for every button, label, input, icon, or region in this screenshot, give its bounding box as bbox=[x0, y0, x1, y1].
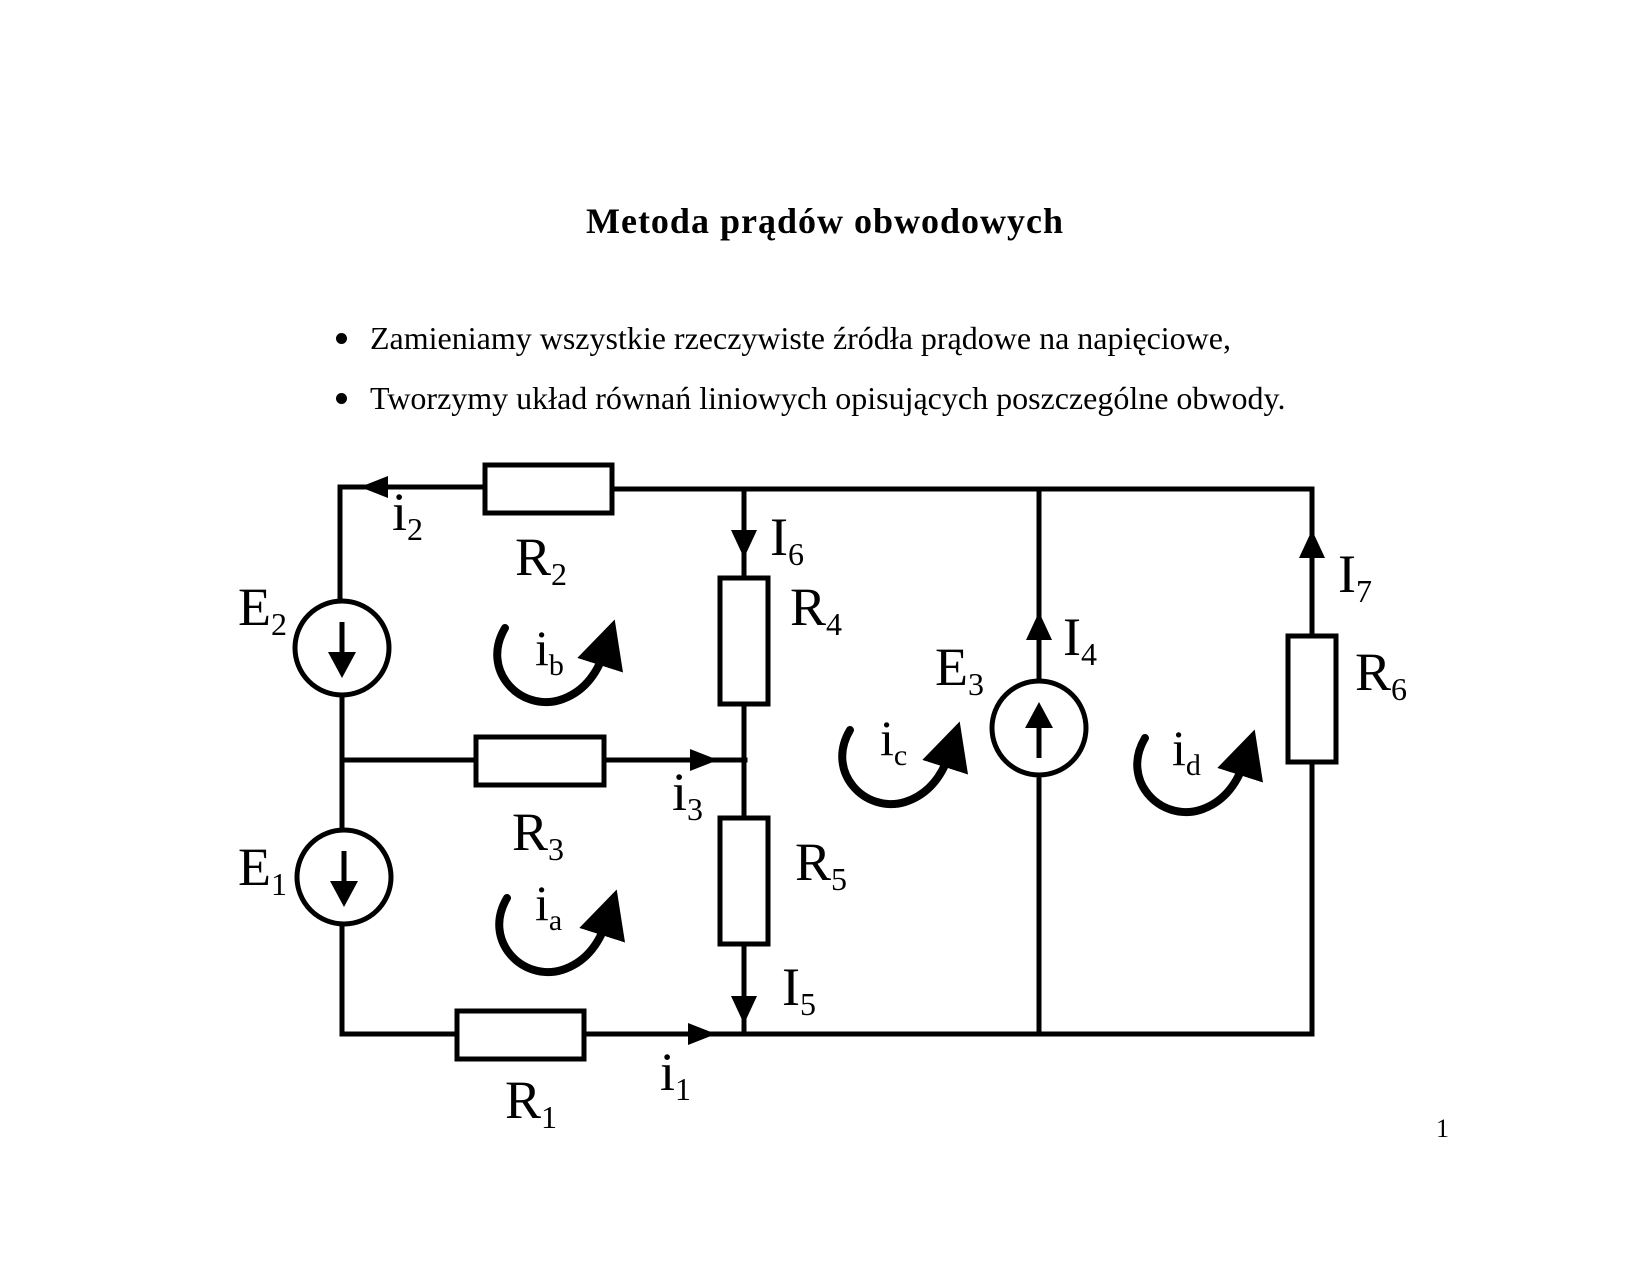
label-i4: I4 bbox=[1063, 607, 1097, 672]
arrow-up-icon-i7 bbox=[1299, 530, 1325, 558]
arrow-up-icon bbox=[1025, 702, 1053, 728]
label-i6: I6 bbox=[770, 507, 804, 572]
loop-c-arrow-icon bbox=[838, 721, 969, 808]
label-loop-a: ia bbox=[535, 875, 562, 937]
label-e2: E2 bbox=[238, 577, 287, 642]
loop-d-arrow-icon bbox=[1133, 729, 1264, 816]
label-r3: R3 bbox=[512, 802, 564, 867]
label-i2: i2 bbox=[392, 482, 423, 547]
label-e3: E3 bbox=[935, 637, 984, 702]
label-r2: R2 bbox=[515, 527, 567, 592]
label-r6: R6 bbox=[1355, 642, 1407, 707]
page-number: 1 bbox=[1436, 1114, 1449, 1143]
resistors bbox=[454, 462, 1339, 1062]
label-r5: R5 bbox=[795, 832, 847, 897]
arrow-down-icon bbox=[328, 652, 356, 678]
arrow-down-icon-i6 bbox=[731, 530, 757, 558]
resistor-r3 bbox=[473, 734, 607, 788]
label-i3: i3 bbox=[672, 762, 703, 827]
label-loop-d: id bbox=[1172, 720, 1201, 782]
wires bbox=[337, 484, 1315, 1037]
arrow-up-icon-i4 bbox=[1026, 612, 1052, 640]
current-arrows bbox=[360, 476, 1325, 1045]
bullet-item-1: Zamieniamy wszystkie rzeczywiste źródła … bbox=[330, 318, 1285, 378]
source-e2 bbox=[292, 598, 392, 698]
arrow-left-icon-i2 bbox=[360, 476, 388, 498]
loop-b-arrow-icon bbox=[493, 619, 624, 706]
loop-a-arrow-icon bbox=[495, 889, 626, 976]
label-loop-c: ic bbox=[880, 710, 907, 772]
label-i5: I5 bbox=[782, 957, 816, 1022]
label-r4: R4 bbox=[790, 577, 842, 642]
arrow-right-icon-i3 bbox=[690, 749, 718, 771]
resistor-r5 bbox=[717, 815, 771, 947]
arrow-down-icon bbox=[330, 881, 358, 907]
arrow-down-icon-i5 bbox=[731, 996, 757, 1024]
arrow-right-icon-i1 bbox=[688, 1023, 716, 1045]
resistor-r4 bbox=[717, 575, 771, 707]
label-i1: i1 bbox=[660, 1042, 691, 1107]
page-title: Metoda prądów obwodowych bbox=[585, 201, 1065, 241]
resistor-r1 bbox=[454, 1008, 587, 1062]
resistor-r2 bbox=[482, 462, 615, 516]
label-i7: I7 bbox=[1338, 544, 1372, 609]
label-r1: R1 bbox=[505, 1070, 557, 1135]
loop-arrows bbox=[493, 619, 1264, 976]
bullet-list: Zamieniamy wszystkie rzeczywiste źródła … bbox=[330, 318, 1285, 438]
source-e1 bbox=[294, 827, 394, 927]
label-loop-b: ib bbox=[535, 620, 564, 682]
label-e1: E1 bbox=[238, 837, 287, 902]
voltage-sources bbox=[292, 598, 1089, 927]
resistor-r6 bbox=[1285, 633, 1339, 765]
bullet-item-2: Tworzymy układ równań liniowych opisując… bbox=[330, 378, 1285, 438]
source-e3 bbox=[989, 678, 1089, 778]
component-labels: R2 R3 R1 R4 R5 R6 E2 E1 E3 i2 i3 i1 I6 I… bbox=[238, 482, 1407, 1135]
